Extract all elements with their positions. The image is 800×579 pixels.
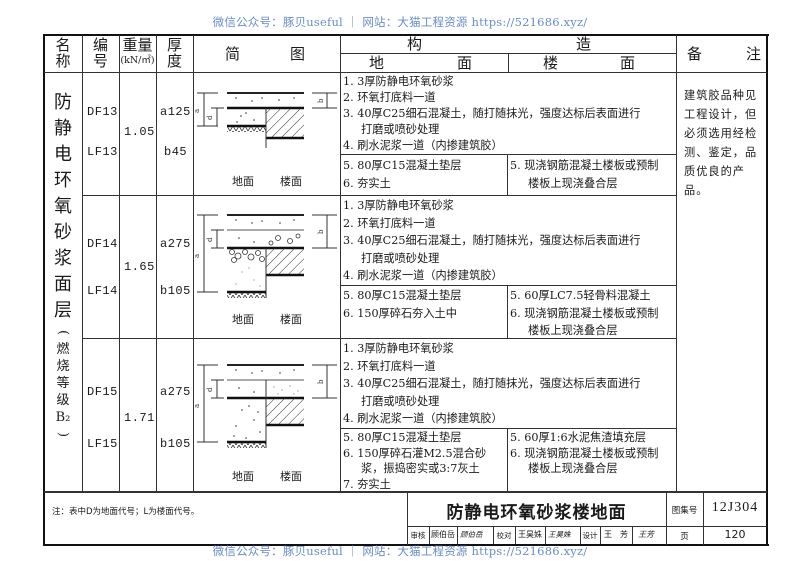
designer-name: 王 芳: [604, 530, 628, 539]
header-remark-b: 注: [746, 45, 762, 63]
reviewer-name: 顾伯岳: [431, 530, 455, 539]
thickness-a: a275: [160, 385, 191, 399]
svg-text:d: d: [206, 387, 214, 392]
checker-name: 王昊姝: [518, 530, 542, 539]
floor-layers: 5. 60厚1:6水泥焦渣填充层 6. 现浇钢筋混凝土楼板或预制 楼板上现浇叠合…: [510, 431, 659, 475]
common-layers: 1. 3厚防静电环氧砂浆 2. 环氧打底料一道 3. 40厚C25细石混凝土，随…: [343, 199, 641, 282]
svg-text:b: b: [317, 98, 325, 103]
svg-text:d: d: [206, 115, 214, 120]
header-floor-a: 楼: [543, 54, 559, 72]
code-ground: DF15: [87, 385, 118, 399]
header-ground-a: 地: [369, 54, 385, 72]
category-name: 防 静 电 环 氧 砂 浆 面 层 ( 燃 烧 等 级 B₂ ): [54, 92, 72, 438]
common-layers: 1. 3厚防静电环氧砂浆 2. 环氧打底料一道 3. 40厚C25细石混凝土，随…: [343, 342, 641, 425]
section-diagram: a d b: [194, 364, 337, 448]
page-label: 页: [680, 532, 689, 542]
ground-layers: 5. 80厚C15混凝土垫层 6. 150厚碎石夯入土中: [343, 289, 462, 320]
page-number: 120: [724, 528, 746, 541]
floor-layers: 5. 60厚LC7.5轻骨料混凝土 6. 现浇钢筋混凝土楼板或预制 楼板上现浇叠…: [510, 289, 659, 337]
header-construction-b: 造: [576, 35, 592, 53]
code-ground: DF14: [87, 237, 118, 251]
ground-layers: 5. 80厚C15混凝土垫层 6. 150厚碎石灌M2.5混合砂 浆，振捣密实或…: [343, 431, 487, 491]
checker-signature: 王昊姝: [548, 530, 571, 539]
header-diagram-b: 图: [290, 45, 306, 63]
review-label: 审核: [410, 531, 426, 540]
svg-text:a: a: [194, 254, 201, 258]
thickness-b: b45: [164, 145, 188, 159]
code-floor: LF13: [87, 145, 118, 159]
header-code: 编 号: [92, 36, 108, 70]
thickness-b: b105: [160, 437, 191, 451]
header-remark-a: 备: [687, 45, 703, 63]
svg-text:b: b: [317, 229, 325, 234]
diagram-label-ground: 地面: [232, 175, 254, 188]
weight: 1.05: [124, 125, 155, 139]
svg-text:a: a: [194, 404, 201, 408]
weight: 1.65: [124, 260, 155, 274]
header-weight: 重量 (kN/㎡): [120, 36, 155, 66]
header-ground-b: 面: [457, 54, 473, 72]
ground-layers: 5. 80厚C15混凝土垫层 6. 夯实土: [343, 159, 462, 190]
code-floor: LF15: [87, 437, 118, 451]
footnote: 注：表中D为地面代号；L为楼面代号。: [52, 507, 200, 517]
thickness-a: a275: [160, 237, 191, 251]
watermark-top: 微信公众号：豚贝useful ｜ 网站：大猫工程资源 https://52168…: [212, 15, 588, 29]
reviewer-signature: 顾伯岳: [460, 530, 483, 539]
thickness-a: a125: [160, 105, 191, 119]
section-diagram: a d b: [194, 92, 337, 148]
remark-text: 建筑胶品种见工程设计，但必须选用经检测、鉴定，品质优良的产品。: [684, 89, 758, 197]
thickness-b: b105: [160, 284, 191, 298]
section-diagram: a d b: [194, 214, 337, 298]
svg-text:b: b: [317, 379, 325, 384]
header-name: 名 称: [55, 36, 71, 70]
weight: 1.71: [124, 411, 155, 425]
watermark-bottom: 微信公众号：豚贝useful ｜ 网站：大猫工程资源 https://52168…: [212, 544, 588, 558]
diagram-label-floor: 楼面: [280, 313, 302, 326]
designer-signature: 王芳: [638, 530, 654, 539]
diagram-label-floor: 楼面: [280, 470, 302, 483]
diagram-label-ground: 地面: [232, 470, 254, 483]
design-label: 设计: [582, 531, 598, 540]
diagram-label-ground: 地面: [232, 313, 254, 326]
code-floor: LF14: [87, 284, 118, 298]
drawing-title: 防静电环氧砂浆楼地面: [446, 503, 627, 523]
atlas-number: 12J304: [711, 500, 759, 515]
code-ground: DF13: [87, 105, 118, 119]
common-layers: 1. 3厚防静电环氧砂浆 2. 环氧打底料一道 3. 40厚C25细石混凝土，随…: [343, 75, 641, 152]
header-construction-a: 构: [407, 35, 423, 53]
diagram-label-floor: 楼面: [280, 175, 302, 188]
floor-layers: 5. 现浇钢筋混凝土楼板或预制 楼板上现浇叠合层: [510, 159, 659, 190]
atlas-label: 图集号: [671, 506, 698, 516]
svg-text:a: a: [194, 109, 201, 113]
header-thickness: 厚 度: [166, 36, 182, 70]
header-floor-b: 面: [620, 54, 636, 72]
svg-text:d: d: [206, 237, 214, 242]
check-label: 校对: [496, 531, 512, 540]
header-diagram-a: 简: [225, 45, 241, 63]
